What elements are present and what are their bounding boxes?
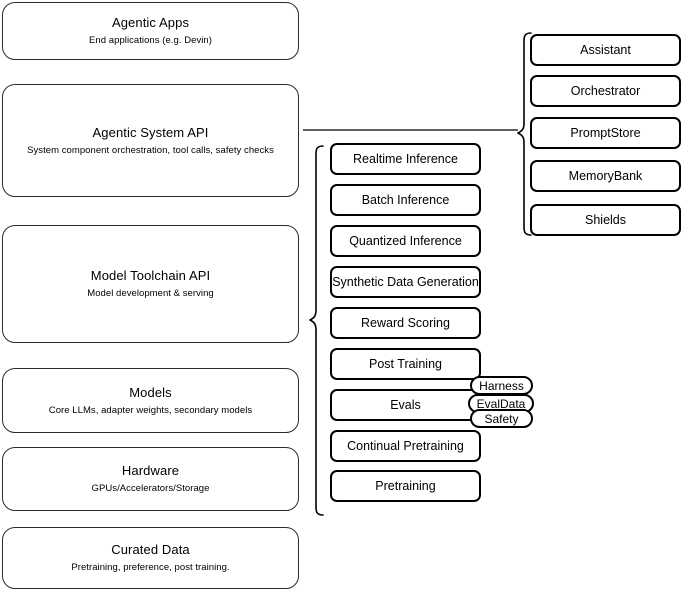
system-box-promptstore[interactable]: PromptStore — [530, 117, 681, 149]
layer-subtitle: Model development & serving — [87, 288, 214, 299]
layer-title: Curated Data — [111, 542, 190, 557]
layer-subtitle: GPUs/Accelerators/Storage — [91, 483, 210, 494]
system-box-orchestrator[interactable]: Orchestrator — [530, 75, 681, 107]
toolchain-box-quantized-inference[interactable]: Quantized Inference — [330, 225, 481, 257]
eval-pill-label: Safety — [484, 411, 519, 426]
layer-title: Agentic Apps — [111, 15, 190, 30]
system-box-memorybank[interactable]: MemoryBank — [530, 160, 681, 192]
system-box-assistant[interactable]: Assistant — [530, 34, 681, 66]
layer-subtitle: Core LLMs, adapter weights, secondary mo… — [48, 404, 253, 416]
toolchain-box-reward-scoring[interactable]: Reward Scoring — [330, 307, 481, 339]
toolchain-box-realtime-inference[interactable]: Realtime Inference — [330, 143, 481, 175]
layer-box-hardware[interactable]: Hardware GPUs/Accelerators/Storage — [2, 447, 299, 511]
layer-title: Hardware — [121, 463, 180, 478]
toolchain-label: Pretraining — [375, 479, 436, 493]
layer-subtitle: System component orchestration, tool cal… — [27, 144, 274, 156]
eval-pill-harness[interactable]: Harness — [470, 376, 533, 395]
layer-box-models[interactable]: Models Core LLMs, adapter weights, secon… — [2, 368, 299, 433]
toolchain-box-continual-pretraining[interactable]: Continual Pretraining — [330, 430, 481, 462]
eval-pill-label: Harness — [479, 378, 524, 393]
toolchain-label: Continual Pretraining — [347, 439, 464, 453]
layer-box-agentic-system-api[interactable]: Agentic System API System component orch… — [2, 84, 299, 197]
toolchain-box-pretraining[interactable]: Pretraining — [330, 470, 481, 502]
toolchain-label: Evals — [390, 398, 421, 412]
system-label: MemoryBank — [568, 169, 643, 183]
toolchain-box-post-training[interactable]: Post Training — [330, 348, 481, 380]
toolchain-label: Synthetic Data Generation — [332, 275, 479, 289]
layer-title: Model Toolchain API — [90, 268, 211, 283]
layer-box-model-toolchain-api[interactable]: Model Toolchain API Model development & … — [2, 225, 299, 343]
toolchain-label: Quantized Inference — [349, 234, 462, 248]
eval-pill-safety[interactable]: Safety — [470, 409, 533, 428]
toolchain-label: Post Training — [369, 357, 442, 371]
toolchain-box-evals[interactable]: Evals — [330, 389, 481, 421]
layer-subtitle: End applications (e.g. Devin) — [89, 35, 212, 46]
system-label: Assistant — [580, 43, 631, 57]
system-label: PromptStore — [570, 126, 641, 140]
layer-title: Models — [129, 384, 172, 400]
system-label: Orchestrator — [570, 84, 641, 98]
system-label: Shields — [585, 213, 626, 227]
system-box-shields[interactable]: Shields — [530, 204, 681, 236]
eval-pill-label: EvalData — [476, 396, 526, 411]
toolchain-label: Realtime Inference — [353, 152, 458, 166]
toolchain-box-batch-inference[interactable]: Batch Inference — [330, 184, 481, 216]
toolchain-label: Batch Inference — [361, 193, 450, 207]
layer-subtitle: Pretraining, preference, post training. — [71, 562, 230, 573]
toolchain-label: Reward Scoring — [361, 316, 450, 330]
layer-box-curated-data[interactable]: Curated Data Pretraining, preference, po… — [2, 527, 299, 589]
layer-title: Agentic System API — [92, 124, 209, 140]
layer-box-agentic-apps[interactable]: Agentic Apps End applications (e.g. Devi… — [2, 2, 299, 60]
toolchain-box-synthetic-data-generation[interactable]: Synthetic Data Generation — [330, 266, 481, 298]
brace-toolchain — [309, 145, 324, 516]
